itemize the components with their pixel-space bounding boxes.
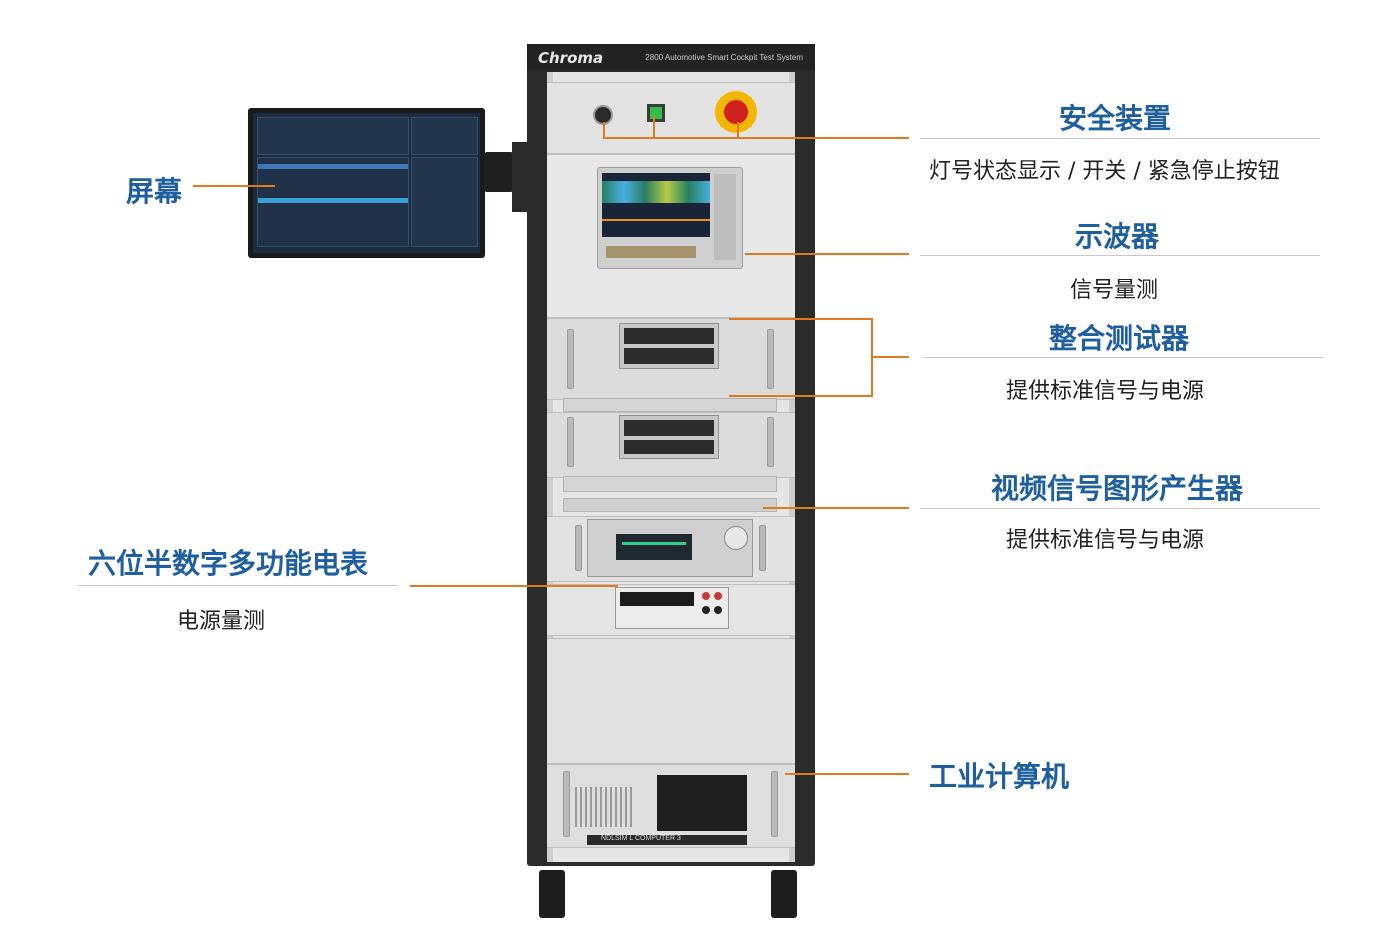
digital-multimeter (615, 587, 729, 629)
leader-line-safety (603, 137, 909, 139)
spectrum-band (602, 181, 710, 203)
rack-header: Chroma 2800 Automotive Smart Cockpit Tes… (527, 44, 815, 70)
callout-title-integrated-tester: 整合测试器 (1049, 322, 1190, 355)
dashboard-progress-panel (411, 157, 478, 247)
rack-model-title: 2800 Automotive Smart Cockpit Test Syste… (645, 53, 803, 62)
leader-line-integrated-tester (729, 318, 873, 320)
rack-handle (575, 525, 582, 571)
integrated-tester-unit (619, 415, 719, 459)
caster-wheel (771, 870, 797, 918)
integrated-tester-bay (547, 318, 795, 400)
rack-handle (563, 771, 570, 837)
computer-label: NDLSIM L COMPUTER 3 (601, 835, 681, 842)
dashboard-table (257, 157, 409, 247)
industrial-computer-bay: NDLSIM L COMPUTER 3 (547, 764, 795, 848)
oscilloscope (597, 167, 743, 269)
oscilloscope-display (602, 173, 710, 237)
monitor (248, 108, 485, 258)
dmm-terminal (702, 606, 710, 614)
leader-line-safety (653, 115, 655, 138)
shelf (563, 398, 777, 412)
callout-desc-safety: 灯号状态显示 / 开关 / 紧急停止按钮 (929, 159, 1280, 184)
callout-desc-dmm: 电源量测 (177, 609, 266, 634)
callout-rule-safety (920, 138, 1320, 139)
leader-line-safety (737, 122, 739, 138)
blank-panel (547, 638, 795, 764)
callout-desc-oscilloscope: 信号量测 (1070, 278, 1159, 303)
video-generator-unit (587, 519, 753, 577)
rack-handle (759, 525, 766, 571)
rack-interior: NDLSIM L COMPUTER 3 (547, 72, 795, 862)
rack-handle (767, 417, 774, 467)
leader-line-integrated-tester (729, 395, 873, 397)
callout-rule-integrated-tester (923, 357, 1323, 358)
callout-title-computer: 工业计算机 (929, 760, 1070, 793)
leader-line-oscilloscope (745, 253, 909, 255)
oscilloscope-bay (547, 154, 795, 318)
video-generator-display (616, 534, 692, 560)
dashboard-top-panel (257, 117, 409, 155)
video-generator-knob (724, 526, 748, 550)
computer-vent (575, 787, 633, 827)
test-rack: Chroma 2800 Automotive Smart Cockpit Tes… (527, 44, 815, 918)
monitor-arm (484, 152, 514, 192)
callout-title-screen: 屏幕 (126, 175, 183, 208)
callout-title-safety: 安全装置 (1059, 102, 1172, 135)
table-highlight-row (258, 198, 408, 203)
leader-line-dmm (410, 585, 618, 587)
oscilloscope-probes (606, 246, 696, 258)
caster-wheel (539, 870, 565, 918)
callout-rule-oscilloscope (920, 255, 1320, 256)
monitor-screen (253, 113, 480, 253)
callout-desc-video-generator: 提供标准信号与电源 (1006, 528, 1205, 553)
dmm-terminal (702, 592, 710, 600)
callout-title-oscilloscope: 示波器 (1075, 220, 1160, 253)
rack-handle (767, 329, 774, 389)
emergency-stop-button (715, 91, 757, 133)
dmm-bay (547, 584, 795, 636)
shelf (563, 498, 777, 512)
table-highlight-row (258, 164, 408, 169)
callout-desc-integrated-tester: 提供标准信号与电源 (1006, 379, 1205, 404)
monitor-arm-mount (512, 142, 527, 212)
status-light-green (647, 104, 665, 122)
dmm-terminal (714, 592, 722, 600)
callout-rule-dmm (78, 585, 398, 586)
rack-handle (567, 329, 574, 389)
oscilloscope-knobs (714, 174, 736, 260)
shelf (563, 476, 777, 492)
callout-title-dmm: 六位半数字多功能电表 (88, 547, 369, 580)
leader-line-screen (193, 185, 275, 187)
callout-rule-video-generator (920, 508, 1320, 509)
leader-line-computer (785, 773, 909, 775)
rack-handle (771, 771, 778, 837)
video-generator-bay (547, 516, 795, 582)
dmm-display (620, 592, 694, 606)
waveform-trace (602, 219, 710, 221)
integrated-tester-unit (619, 323, 719, 369)
leader-line-integrated-tester (871, 356, 909, 358)
leader-line-video-generator (763, 507, 909, 509)
leader-line-safety (603, 122, 605, 138)
brand-logo: Chroma (538, 49, 604, 67)
computer-label-strip: NDLSIM L COMPUTER 3 (587, 835, 747, 845)
safety-panel (547, 82, 795, 154)
integrated-tester-bay (547, 412, 795, 478)
callout-title-video-generator: 视频信号图形产生器 (991, 472, 1244, 505)
dashboard-side-panel (411, 117, 478, 155)
rack-handle (567, 417, 574, 467)
computer-logo-panel (657, 775, 747, 831)
dmm-terminal (714, 606, 722, 614)
